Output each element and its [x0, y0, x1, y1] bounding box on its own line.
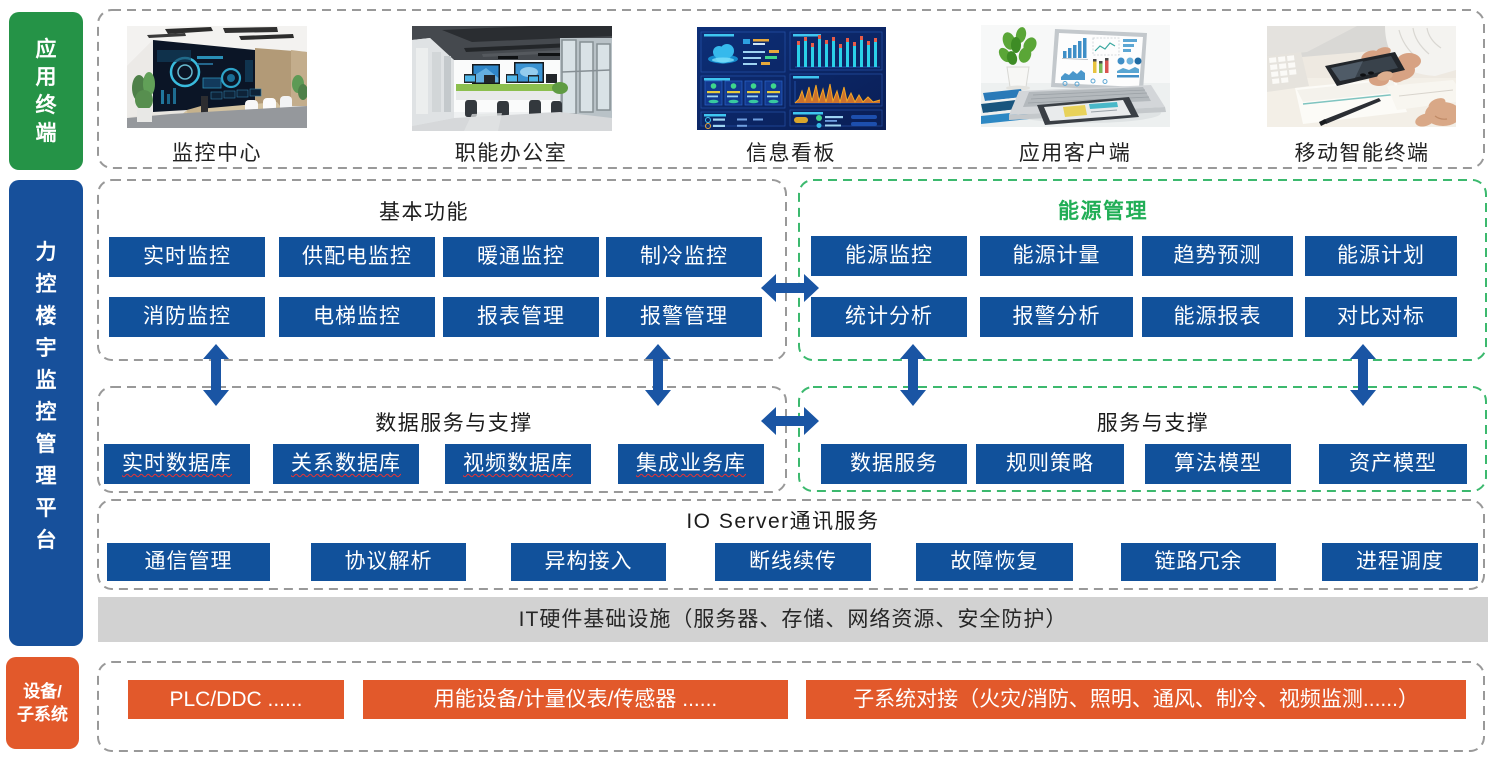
- data-services-box-border: [97, 386, 787, 493]
- arrows: [203, 274, 1376, 435]
- rail-application-terminal-label: 应用终端: [35, 37, 57, 145]
- button-energy-report[interactable]: 能源报表: [1142, 297, 1293, 337]
- button-realtime-database[interactable]: 实时数据库: [104, 444, 250, 484]
- button-video-database[interactable]: 视频数据库: [445, 444, 591, 484]
- terminal-caption-client: 应用客户端: [1018, 142, 1132, 165]
- button-process-scheduling[interactable]: 进程调度: [1322, 543, 1478, 581]
- button-communication-management[interactable]: 通信管理: [107, 543, 270, 581]
- office-photo: [412, 26, 612, 131]
- energy-management-title: 能源管理: [1058, 200, 1148, 223]
- io-server-box-border: [97, 499, 1485, 590]
- terminal-caption-office: 职能办公室: [454, 142, 568, 165]
- button-energy-planning[interactable]: 能源计划: [1305, 236, 1457, 276]
- button-asset-model[interactable]: 资产模型: [1319, 444, 1467, 484]
- button-statistical-analysis[interactable]: 统计分析: [811, 297, 967, 337]
- button-heterogeneous-access[interactable]: 异构接入: [511, 543, 666, 581]
- terminal-caption-dashboard: 信息看板: [746, 142, 836, 165]
- arrow-horizontal-top: [761, 274, 819, 302]
- it-infrastructure-bar: IT硬件基础设施（服务器、存储、网络资源、安全防护）: [98, 597, 1488, 642]
- button-resume-transfer[interactable]: 断线续传: [715, 543, 871, 581]
- button-power-monitoring[interactable]: 供配电监控: [279, 237, 435, 277]
- button-report-management[interactable]: 报表管理: [443, 297, 599, 337]
- laptop-client-photo: [981, 25, 1170, 127]
- button-energy-monitoring[interactable]: 能源监控: [811, 236, 967, 276]
- button-trend-forecast[interactable]: 趋势预测: [1142, 236, 1293, 276]
- arrow-vertical-left-1: [203, 344, 229, 406]
- button-integrated-business-database[interactable]: 集成业务库: [618, 444, 764, 484]
- services-support-title: 服务与支撑: [1096, 412, 1210, 435]
- rail-devices-subsystems-label: 设备/ 子系统: [17, 682, 68, 724]
- basic-functions-title: 基本功能: [379, 201, 469, 224]
- button-benchmarking[interactable]: 对比对标: [1305, 297, 1457, 337]
- button-fault-recovery[interactable]: 故障恢复: [916, 543, 1073, 581]
- rail-platform-label: 力控楼宇监控管理平台: [35, 241, 57, 552]
- button-alarm-management[interactable]: 报警管理: [606, 297, 762, 337]
- button-energy-metering[interactable]: 能源计量: [980, 236, 1133, 276]
- button-realtime-monitoring[interactable]: 实时监控: [109, 237, 265, 277]
- arrow-vertical-left-2: [645, 344, 671, 406]
- rail-platform: 力控楼宇监控管理平台: [9, 180, 83, 646]
- data-services-title: 数据服务与支撑: [375, 412, 533, 435]
- terminal-caption-monitoring-center: 监控中心: [172, 142, 262, 165]
- button-cooling-monitoring[interactable]: 制冷监控: [606, 237, 762, 277]
- button-data-service[interactable]: 数据服务: [821, 444, 967, 484]
- arrow-horizontal-bottom: [761, 407, 819, 435]
- button-elevator-monitoring[interactable]: 电梯监控: [279, 297, 435, 337]
- button-rule-strategy[interactable]: 规则策略: [976, 444, 1124, 484]
- button-subsystem-integration[interactable]: 子系统对接（火灾/消防、照明、通风、制冷、视频监测......）: [806, 680, 1466, 719]
- terminal-caption-mobile: 移动智能终端: [1294, 142, 1430, 165]
- terminals-box-border: [97, 9, 1485, 169]
- rail-devices-subsystems: 设备/ 子系统: [6, 657, 79, 749]
- arrow-vertical-right-1: [900, 344, 926, 406]
- dashboard-photo: [697, 27, 886, 130]
- button-hvac-monitoring[interactable]: 暖通监控: [443, 237, 599, 277]
- energy-box-border: [798, 179, 1487, 361]
- button-link-redundancy[interactable]: 链路冗余: [1121, 543, 1276, 581]
- button-protocol-parsing[interactable]: 协议解析: [311, 543, 466, 581]
- io-server-title: IO Server通讯服务: [686, 510, 880, 533]
- basic-functions-box-border: [97, 179, 787, 361]
- button-algorithm-model[interactable]: 算法模型: [1145, 444, 1291, 484]
- button-fire-monitoring[interactable]: 消防监控: [109, 297, 265, 337]
- rail-application-terminal: 应用终端: [9, 12, 83, 170]
- button-alarm-analysis[interactable]: 报警分析: [980, 297, 1133, 337]
- button-plc-ddc[interactable]: PLC/DDC ......: [128, 680, 344, 719]
- monitoring-center-photo: [127, 26, 307, 128]
- devices-box-border: [97, 661, 1485, 752]
- arrow-vertical-right-2: [1350, 344, 1376, 406]
- button-relational-database[interactable]: 关系数据库: [273, 444, 419, 484]
- mobile-terminal-photo: [1267, 26, 1456, 127]
- button-energy-devices-meters-sensors[interactable]: 用能设备/计量仪表/传感器 ......: [363, 680, 788, 719]
